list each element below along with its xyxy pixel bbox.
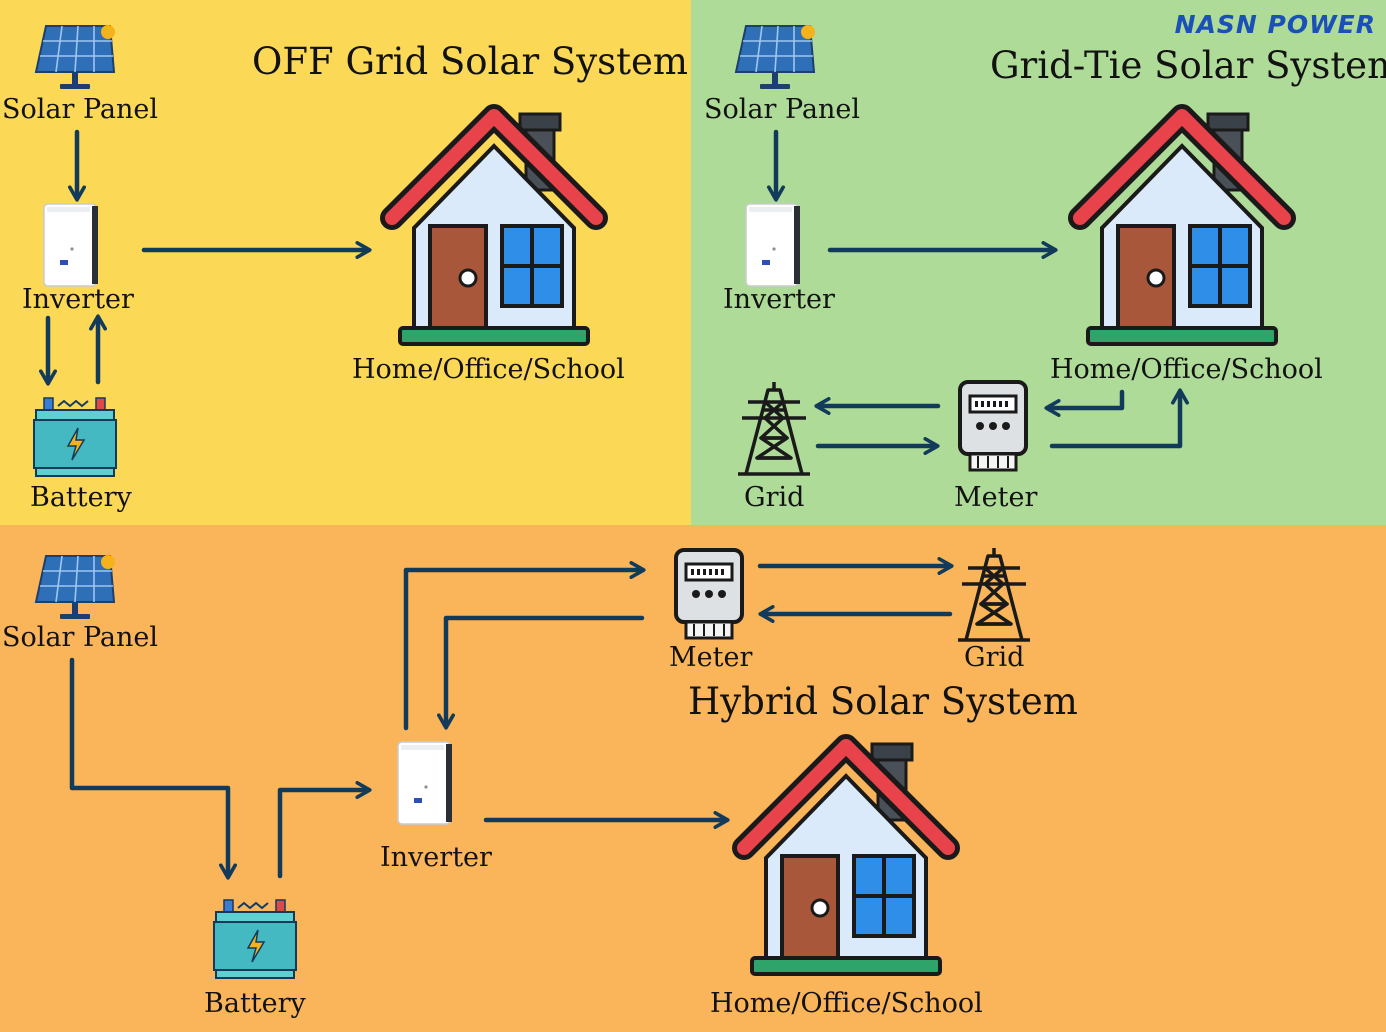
solar-panel-icon [35, 24, 116, 90]
solar-to-battery-arrow [69, 657, 237, 880]
hybrid-title: Hybrid Solar System [688, 680, 1078, 723]
meter-to-inverter-arrow [437, 615, 645, 730]
hybrid-home-label: Home/Office/School [710, 988, 983, 1019]
solar-panel-icon [735, 24, 816, 90]
house-icon [392, 114, 596, 344]
off-grid-solar-panel-label: Solar Panel [2, 94, 159, 125]
grid-tie-diagram [735, 24, 1284, 476]
hybrid-solar-panel-label: Solar Panel [2, 622, 159, 653]
solar-panel-icon [35, 554, 116, 620]
inverter-icon [397, 741, 453, 825]
hybrid-battery-label: Battery [204, 988, 306, 1019]
battery-to-inverter-arrow [277, 781, 372, 879]
off-grid-inverter-label: Inverter [22, 284, 134, 315]
grid-tie-title: Grid-Tie Solar System [990, 44, 1386, 87]
off-grid-diagram [33, 24, 596, 477]
hybrid-inverter-label: Inverter [380, 842, 492, 873]
grid-tie-panel [691, 0, 1386, 525]
grid-tie-meter-label: Meter [954, 482, 1038, 513]
house-icon [744, 744, 948, 974]
grid-tower-icon [736, 380, 812, 476]
house-icon [1080, 114, 1284, 344]
grid-tower-icon [956, 546, 1032, 642]
meter-icon [674, 548, 744, 640]
grid-tie-inverter-label: Inverter [723, 284, 835, 315]
grid-tie-home-label: Home/Office/School [1050, 354, 1323, 385]
meter-icon [958, 380, 1028, 472]
inverter-to-meter-arrow [403, 561, 646, 731]
home-to-meter-arrow [1044, 389, 1125, 417]
inverter-icon [43, 203, 99, 287]
battery-icon [33, 397, 117, 477]
off-grid-home-label: Home/Office/School [352, 354, 625, 385]
battery-icon [213, 899, 297, 979]
grid-tie-grid-label: Grid [744, 482, 805, 513]
off-grid-title: OFF Grid Solar System [252, 40, 689, 83]
off-grid-battery-label: Battery [30, 482, 132, 513]
hybrid-grid-label: Grid [964, 642, 1025, 673]
grid-tie-solar-panel-label: Solar Panel [704, 94, 861, 125]
meter-to-home-arrow [1049, 388, 1189, 449]
hybrid-diagram [35, 546, 1032, 979]
inverter-icon [745, 203, 801, 287]
hybrid-meter-label: Meter [669, 642, 753, 673]
brand-logo-text: NASN POWER [1174, 10, 1376, 39]
